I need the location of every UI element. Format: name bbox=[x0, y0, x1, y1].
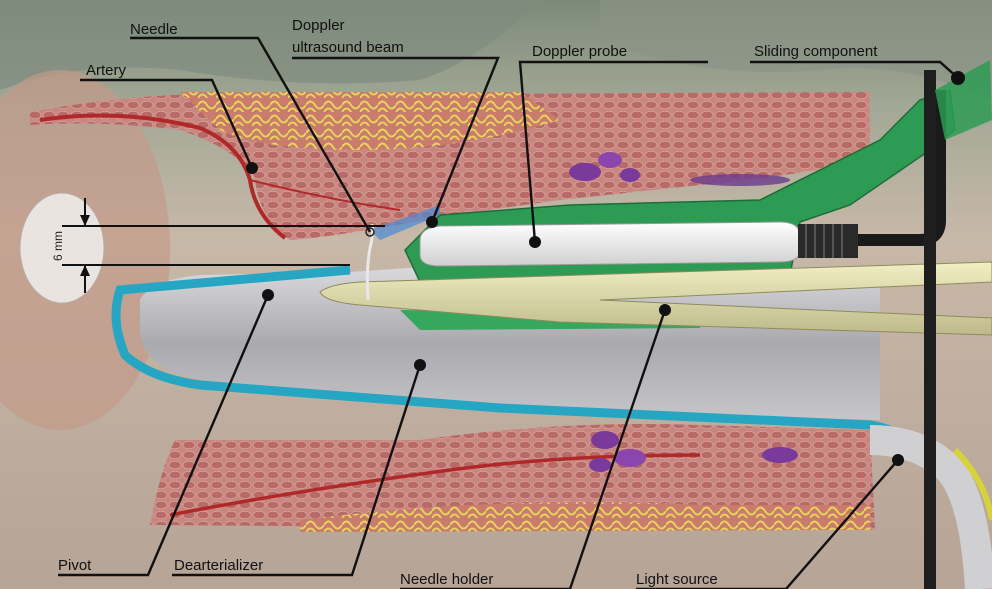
label-light-source: Light source bbox=[636, 571, 718, 588]
doppler-probe bbox=[420, 222, 800, 266]
dot-artery bbox=[246, 162, 258, 174]
label-needle: Needle bbox=[130, 21, 178, 38]
dot-needle-holder bbox=[659, 304, 671, 316]
label-doppler-probe: Doppler probe bbox=[532, 43, 627, 60]
dot-doppler-beam bbox=[426, 216, 438, 228]
label-doppler-beam-line2: ultrasound beam bbox=[292, 39, 404, 56]
label-doppler-beam-line1: Doppler bbox=[292, 17, 345, 34]
dot-pivot bbox=[262, 289, 274, 301]
sliding-component-bar bbox=[924, 70, 936, 589]
label-pivot: Pivot bbox=[58, 557, 92, 574]
dot-doppler-probe bbox=[529, 236, 541, 248]
label-needle-holder: Needle holder bbox=[400, 571, 493, 588]
dot-light-source bbox=[892, 454, 904, 466]
label-dearterializer: Dearterializer bbox=[174, 557, 263, 574]
label-artery: Artery bbox=[86, 62, 127, 79]
label-sliding-component: Sliding component bbox=[754, 43, 878, 60]
dimension-label: 6 mm bbox=[51, 231, 65, 261]
dot-dearterializer bbox=[414, 359, 426, 371]
